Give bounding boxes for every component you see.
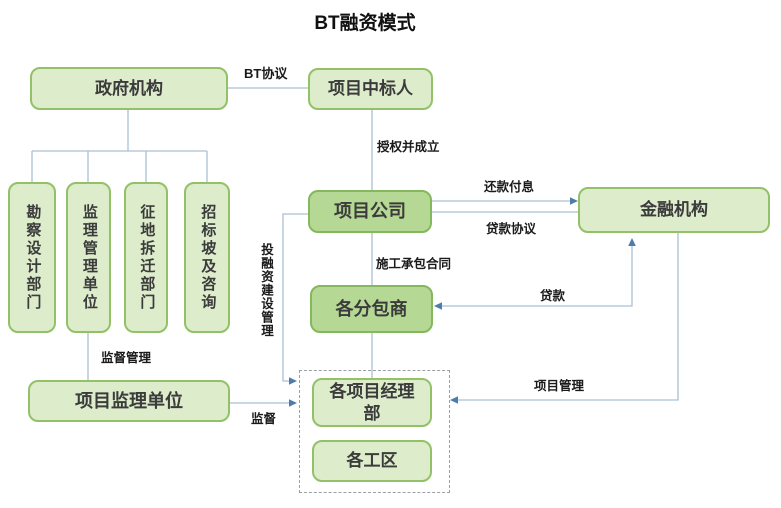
node-dept-supervision-management-label: 监理管理单位 bbox=[80, 203, 98, 312]
edge-label-invest-finance-construction-mgmt: 投融资建设管理 bbox=[259, 243, 273, 338]
node-government-label: 政府机构 bbox=[95, 78, 163, 98]
diagram-title: BT融资模式 bbox=[314, 13, 416, 34]
node-project-company: 项目公司 bbox=[308, 190, 432, 233]
node-dept-land-acquisition-label: 征地拆迁部门 bbox=[138, 203, 156, 312]
pm-dept-group-box bbox=[299, 370, 450, 493]
node-dept-land-acquisition: 征地拆迁部门 bbox=[124, 182, 168, 333]
node-project-supervision-unit-label: 项目监理单位 bbox=[75, 390, 183, 411]
edge-invest-finance-construction-mgmt bbox=[282, 213, 308, 385]
node-dept-supervision-management: 监理管理单位 bbox=[66, 182, 111, 333]
edge-label-supervision-management: 监督管理 bbox=[101, 351, 152, 365]
edge-government-to-departments bbox=[31, 110, 208, 182]
edge-label-bt-agreement: BT协议 bbox=[244, 66, 288, 81]
node-project-manager-dept: 各项目经理部 bbox=[312, 378, 432, 427]
node-government: 政府机构 bbox=[30, 67, 228, 110]
node-work-areas-label: 各工区 bbox=[346, 451, 398, 471]
edge-label-authorize-establish: 授权并成立 bbox=[377, 140, 440, 154]
edge-label-loan: 贷款 bbox=[540, 289, 566, 303]
node-project-supervision-unit: 项目监理单位 bbox=[28, 380, 230, 422]
node-financial-institution: 金融机构 bbox=[578, 187, 770, 233]
node-project-manager-dept-label: 各项目经理部 bbox=[329, 382, 415, 423]
edge-label-project-management: 项目管理 bbox=[534, 379, 585, 393]
edge-supervise bbox=[230, 399, 297, 407]
edge-label-supervise: 监督 bbox=[251, 412, 277, 426]
node-subcontractors: 各分包商 bbox=[310, 285, 433, 333]
node-financial-institution-label: 金融机构 bbox=[640, 200, 708, 220]
node-work-areas: 各工区 bbox=[312, 440, 432, 482]
node-winner-label: 项目中标人 bbox=[328, 79, 413, 99]
edge-label-loan-agreement: 贷款协议 bbox=[486, 222, 537, 236]
edge-label-construction-contract: 施工承包合同 bbox=[376, 257, 452, 271]
node-dept-bidding-consulting: 招标坡及咨询 bbox=[184, 182, 230, 333]
node-winner: 项目中标人 bbox=[308, 68, 433, 110]
node-dept-bidding-consulting-label: 招标坡及咨询 bbox=[199, 203, 217, 312]
edge-loan bbox=[434, 238, 636, 310]
node-dept-survey-design: 勘察设计部门 bbox=[8, 182, 56, 333]
node-dept-survey-design-label: 勘察设计部门 bbox=[24, 203, 42, 312]
node-subcontractors-label: 各分包商 bbox=[335, 298, 408, 319]
edge-label-repay-principal-interest: 还款付息 bbox=[484, 180, 535, 194]
node-project-company-label: 项目公司 bbox=[334, 201, 406, 222]
edge-repay-principal-interest bbox=[432, 197, 578, 205]
